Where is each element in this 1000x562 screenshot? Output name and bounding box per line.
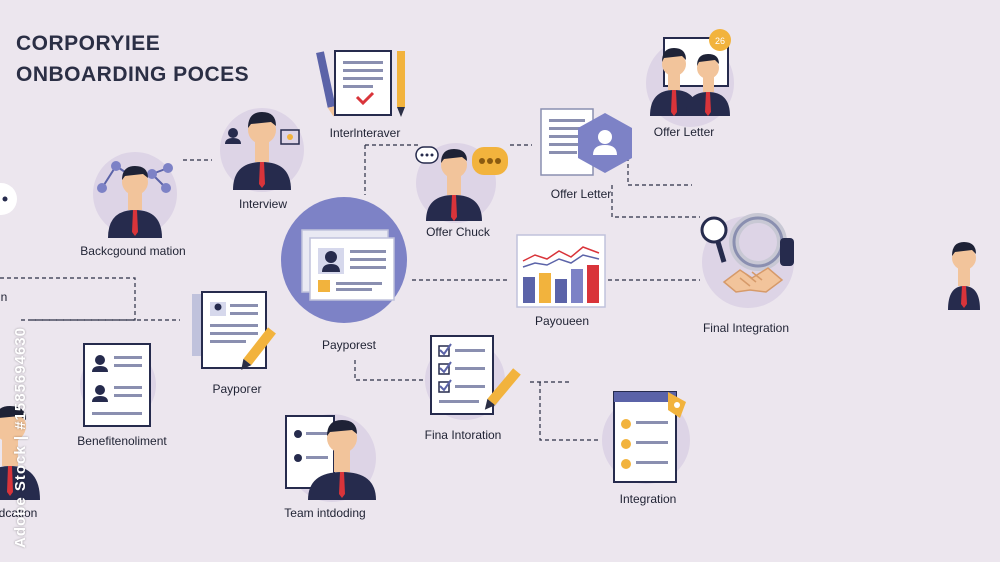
node-background-mation — [88, 148, 182, 240]
node-right-person — [940, 232, 988, 312]
node-label: Paypoгer — [212, 382, 262, 396]
node-payoueen — [515, 233, 607, 309]
node-benefit-enrollment — [78, 340, 158, 430]
checklist-pencil-icon — [425, 335, 521, 420]
person-card-icon — [285, 414, 376, 502]
node-circle-icon — [0, 183, 17, 215]
node-left-edge — [0, 182, 18, 216]
node-offer-letter-top: 26 — [642, 28, 742, 127]
node-offer-letter-mid — [535, 105, 635, 187]
node-team-introducting — [282, 408, 382, 502]
node-label: Payporest — [321, 338, 377, 352]
browser-list-icon — [602, 391, 690, 484]
connector — [539, 382, 600, 441]
svg-text:26: 26 — [715, 36, 725, 46]
node-offer-chuck — [410, 135, 510, 223]
person-icon — [948, 242, 980, 310]
node-label: Backcgound mation — [80, 244, 186, 258]
watermark: Adobe Stock | #1585694630 — [12, 327, 29, 548]
bar-chart-icon — [516, 234, 606, 308]
title-line-1: CORPORYIEE — [16, 32, 161, 55]
node-label: Benefitenoliment — [77, 434, 167, 448]
document-pencil-icon — [192, 291, 276, 370]
connector — [611, 185, 700, 218]
chat-person-icon — [415, 143, 508, 223]
node-label: n — [0, 290, 8, 304]
handshake-icon — [700, 213, 794, 308]
profile-card-icon — [281, 197, 407, 323]
node-label: Integration — [619, 492, 677, 506]
node-label: dcation — [0, 506, 38, 520]
connector — [0, 277, 136, 321]
network-person-icon — [93, 152, 177, 238]
node-label: Interview — [238, 197, 288, 211]
diagram-title: CORPORYIEE ONBOARDING POCES — [16, 28, 249, 90]
node-fina-intoration — [425, 332, 525, 424]
title-line-2: ONBOARDING POCES — [16, 63, 250, 86]
node-interview-caver — [315, 45, 415, 125]
node-label: Interlnteraver — [329, 126, 401, 140]
node-label: Offer Letter — [550, 187, 612, 201]
node-payporest — [280, 197, 408, 323]
node-label: Offer Letter — [653, 125, 715, 139]
node-label: Payoueen — [534, 314, 590, 328]
node-integration — [600, 388, 700, 488]
person-icon — [0, 406, 40, 500]
node-label: Offer Chuck — [426, 225, 490, 239]
document-pencils-icon — [316, 50, 405, 117]
node-label: Team intdoding — [284, 506, 366, 520]
two-people-icon: 26 — [646, 29, 734, 127]
node-final-integration — [696, 212, 800, 308]
hexagon-person-icon — [540, 108, 632, 176]
node-payporer — [188, 290, 288, 378]
list-document-icon — [80, 343, 156, 427]
connector — [627, 150, 692, 186]
person-icon — [220, 108, 304, 192]
node-interview — [215, 100, 309, 192]
node-label: Final Integration — [702, 321, 790, 335]
connector — [354, 360, 425, 381]
node-education — [0, 392, 50, 502]
node-label: Fina Intoration — [424, 428, 502, 442]
